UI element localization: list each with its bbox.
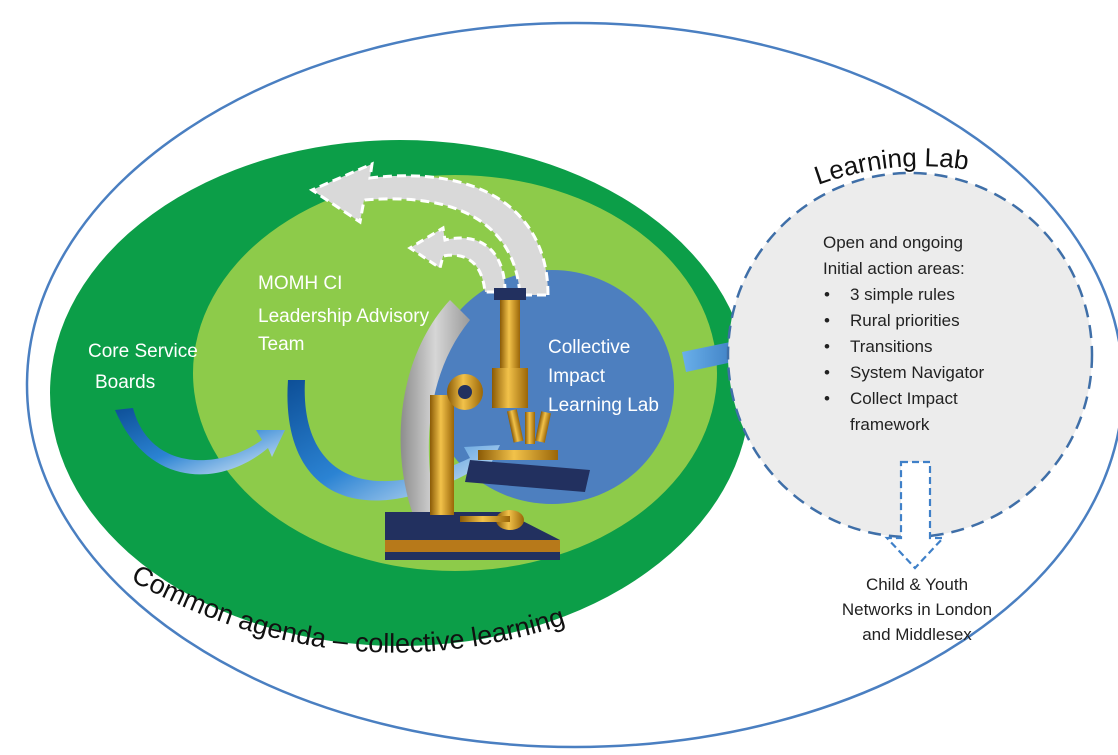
lab-intro-line2: Initial action areas:	[823, 259, 965, 278]
ci-lab-line1: Collective	[548, 337, 630, 358]
lab-item-4: System Navigator	[850, 363, 984, 382]
ci-lab-line3: Learning Lab	[548, 395, 659, 416]
down-arrow-icon	[884, 460, 946, 570]
lab-item-1: 3 simple rules	[850, 285, 955, 304]
bullet-5: •	[824, 389, 830, 408]
lab-item-2: Rural priorities	[850, 311, 960, 330]
leadership-line3: Team	[258, 334, 304, 355]
microscope-icon	[385, 288, 590, 560]
bullet-1: •	[824, 285, 830, 304]
bullet-4: •	[824, 363, 830, 382]
ci-lab-line2: Impact	[548, 366, 606, 387]
bullet-3: •	[824, 337, 830, 356]
lab-item-3: Transitions	[850, 337, 933, 356]
dashed-arrow-icon	[308, 161, 550, 297]
bullet-2: •	[824, 311, 830, 330]
networks-line1: Child & Youth	[866, 575, 968, 594]
lab-item-6: framework	[850, 415, 930, 434]
networks-line3: and Middlesex	[862, 625, 972, 644]
lab-intro-line1: Open and ongoing	[823, 233, 963, 252]
leadership-line1: MOMH CI	[258, 273, 342, 294]
leadership-line2: Leadership Advisory	[258, 306, 430, 327]
core-boards-line2: Boards	[95, 372, 155, 393]
lab-item-5: Collect Impact	[850, 389, 958, 408]
networks-line2: Networks in London	[842, 600, 992, 619]
core-boards-line1: Core Service	[88, 341, 198, 362]
